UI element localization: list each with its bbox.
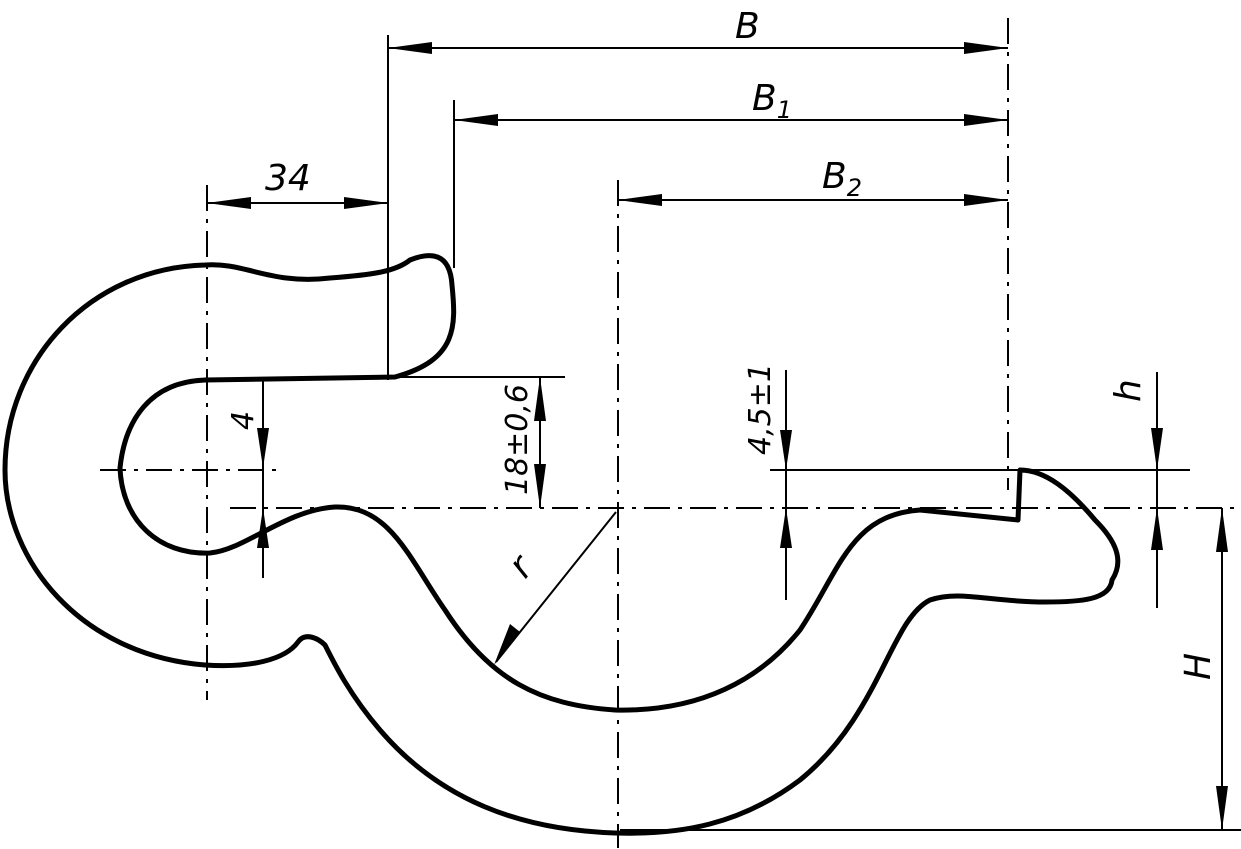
arrowhead-4-5-bottom bbox=[780, 508, 792, 548]
dimension-label-b2: B2 bbox=[822, 156, 862, 202]
arrowhead-4-top bbox=[257, 428, 269, 468]
arrowhead-b2-left bbox=[618, 194, 662, 206]
arrowhead-18-top bbox=[534, 377, 546, 421]
arrowhead-34-left bbox=[207, 197, 251, 209]
dimension-label-b1-base: B bbox=[752, 78, 777, 119]
dimension-label-b1-sub: 1 bbox=[777, 96, 792, 124]
dimension-label-34: 34 bbox=[265, 158, 311, 199]
dimension-label-H: H bbox=[1178, 653, 1219, 680]
hook-outline bbox=[2, 253, 1121, 836]
arrowhead-b-left bbox=[388, 42, 432, 54]
arrowhead-4-bottom bbox=[257, 508, 269, 548]
arrowhead-H-top bbox=[1216, 508, 1228, 552]
arrowhead-h-bottom bbox=[1151, 508, 1163, 550]
arrowhead-34-right bbox=[344, 197, 388, 209]
dimension-label-r: r bbox=[500, 546, 542, 585]
dimension-label-b: B bbox=[735, 6, 760, 47]
dimension-label-b2-sub: 2 bbox=[847, 174, 862, 202]
arrowhead-18-bottom bbox=[534, 464, 546, 508]
arrowhead-4-5-top bbox=[780, 430, 792, 470]
arrowhead-b1-right bbox=[964, 114, 1008, 126]
arrowhead-b-right bbox=[964, 42, 1008, 54]
dimension-label-4-5: 4,5±1 bbox=[743, 363, 778, 455]
dimension-label-4: 4 bbox=[226, 411, 261, 430]
dimension-label-18: 18±0,6 bbox=[500, 384, 535, 495]
arrowhead-b2-right bbox=[964, 194, 1008, 206]
dimension-label-b2-base: B bbox=[822, 156, 847, 197]
arrowhead-r bbox=[494, 624, 520, 665]
arrowhead-b1-left bbox=[454, 114, 498, 126]
arrowhead-H-bottom bbox=[1216, 786, 1228, 830]
arrowhead-h-top bbox=[1151, 428, 1163, 470]
dimension-label-h: h bbox=[1108, 379, 1149, 402]
dimension-label-b1: B1 bbox=[752, 78, 792, 124]
